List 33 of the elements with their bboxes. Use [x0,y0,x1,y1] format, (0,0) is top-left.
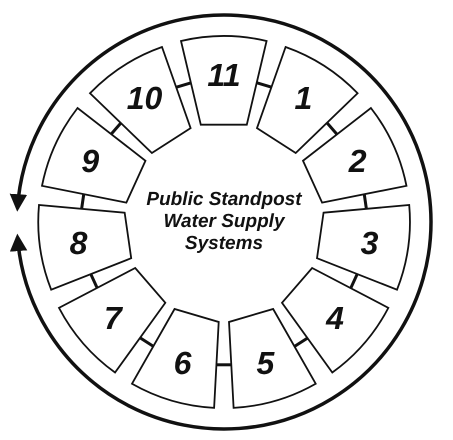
hub-title: Public Standpost Water Supply Systems [145,189,304,255]
cycle-arrow [10,14,432,430]
connector-bar [294,336,308,348]
segment-number: 8 [70,226,88,259]
connector-bar [176,81,192,89]
segment-box [317,205,410,290]
segment-box [282,268,389,373]
segment-box [229,308,316,408]
connector-bar [362,194,368,210]
segment-number: 2 [348,144,367,177]
connector-bar [326,122,338,136]
connector-bar [90,274,99,289]
connector-bar [140,336,154,348]
segment-number: 9 [81,144,100,177]
connector-bar [80,194,86,210]
segment-number: 5 [256,347,274,380]
segment-box [132,308,219,408]
segment-box [181,36,267,125]
connector-bar [110,122,122,136]
connector-bar [256,81,272,89]
connector-bar [349,274,358,289]
segment-number: 1 [294,82,312,114]
segment-number: 3 [360,226,378,259]
connector-bar [216,363,232,366]
segment-box [59,268,166,373]
segment-number: 4 [326,302,344,334]
segment-number: 10 [126,82,162,114]
segment-box [302,108,406,202]
segment-box [38,205,131,290]
segment-number: 7 [104,302,122,334]
segment-number: 6 [174,347,192,380]
segment-box [42,108,146,202]
segment-number: 11 [207,59,241,91]
